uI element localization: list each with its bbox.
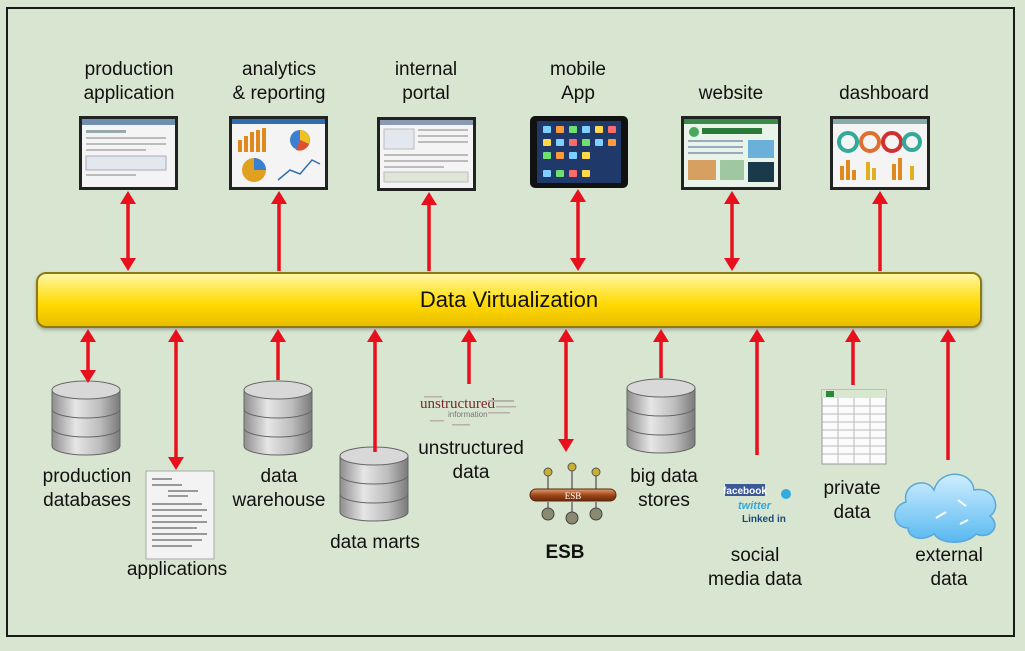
source-label-external-data: external data	[915, 545, 983, 590]
consumer-label-production-application: production application	[83, 59, 175, 104]
consumer-label-website: website	[698, 83, 764, 104]
arrow-esb	[558, 329, 574, 452]
arrow-unstructured-data	[461, 329, 477, 384]
source-label-data-marts: data marts	[330, 532, 420, 553]
twitter-logo-text: twitter	[738, 500, 772, 512]
database-icon	[51, 380, 121, 456]
diagram-frame	[6, 7, 1015, 637]
esb-bar-label: ESB	[565, 491, 582, 501]
arrow-data-warehouse	[270, 329, 286, 380]
tablet-icon	[530, 116, 628, 188]
document-icon	[145, 470, 215, 560]
word-cloud-subtext: information	[448, 410, 488, 419]
consumer-label-internal-portal: internal portal	[394, 59, 458, 104]
bus-label: Data Virtualization	[419, 287, 599, 312]
arrow-mobile-app	[570, 189, 586, 271]
spreadsheet-icon	[821, 389, 887, 465]
database-icon	[626, 378, 696, 454]
consumer-label-dashboard: dashboard	[839, 83, 929, 104]
source-label-applications: applications	[126, 559, 228, 580]
facebook-logo-text: facebook	[723, 486, 767, 497]
screen-charts-icon	[229, 116, 328, 190]
source-label-production-databases: production databases	[42, 466, 132, 511]
arrow-production-databases	[80, 329, 96, 383]
word-cloud-icon: unstructured information	[420, 396, 516, 426]
arrow-data-marts	[367, 329, 383, 452]
consumer-label-analytics-reporting: analytics & reporting	[232, 59, 326, 104]
cloud-icon	[894, 473, 997, 543]
arrow-internal-portal	[421, 192, 437, 271]
source-label-esb: ESB	[545, 542, 585, 563]
arrow-social-media-data	[749, 329, 765, 455]
arrow-dashboard	[872, 191, 888, 271]
arrow-applications	[168, 329, 184, 470]
source-label-social-media-data: social media data	[707, 545, 803, 590]
source-label-big-data-stores: big data stores	[630, 466, 698, 511]
arrow-website	[724, 191, 740, 271]
linkedin-logo-text: Linked in	[742, 514, 786, 525]
source-label-private-data: private data	[823, 478, 881, 523]
word-cloud-text: unstructured	[420, 396, 495, 412]
data-virtualization-bus: Data Virtualization	[36, 272, 982, 328]
screen-form-icon	[79, 116, 178, 190]
source-label-data-warehouse: data warehouse	[232, 466, 326, 511]
arrow-external-data	[940, 329, 956, 460]
arrow-private-data	[845, 329, 861, 385]
arrow-production-application	[120, 191, 136, 271]
screen-website-icon	[681, 116, 781, 190]
screen-portal-icon	[377, 117, 476, 191]
connector-arrows	[80, 189, 956, 470]
esb-icon: ESB	[529, 462, 617, 525]
arrow-analytics-reporting	[271, 191, 287, 271]
consumer-label-mobile-app: mobile App	[550, 59, 606, 104]
screen-dashboard-icon	[830, 116, 930, 190]
source-label-unstructured-data: unstructured data	[418, 438, 524, 483]
database-icon	[339, 446, 409, 522]
database-icon	[243, 380, 313, 456]
arrow-big-data-stores	[653, 329, 669, 378]
social-logos-icon: facebook twitter Linked in	[723, 484, 791, 525]
